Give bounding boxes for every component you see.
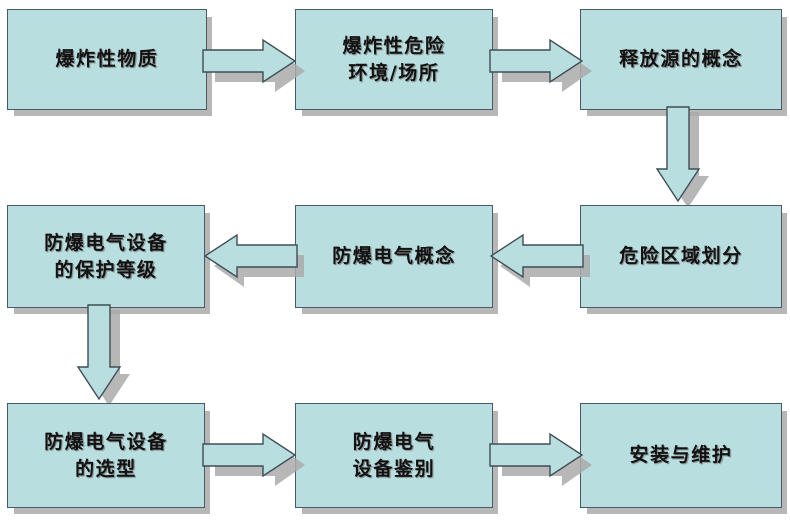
node-label: 释放源的概念 [619, 48, 743, 71]
flowchart-node-explosive-substance[interactable]: 爆炸性物质 [7, 9, 207, 110]
node-label: 爆炸性危险 环境/场所 [342, 34, 446, 84]
arrow-right-environment-to-release-source [489, 38, 592, 92]
arrow-down-release-source-to-hazard-zone [655, 106, 709, 208]
node-label: 安装与维护 [629, 444, 733, 467]
node-label: 防爆电气设备 的选型 [44, 430, 168, 480]
node-label: 爆炸性物质 [55, 48, 159, 71]
node-label: 危险区域划分 [619, 245, 743, 268]
flowchart-node-equipment-identification[interactable]: 防爆电气 设备鉴别 [295, 403, 493, 508]
arrow-left-explosion-proof-concept-to-protection-level [203, 233, 304, 287]
flowchart-node-equipment-selection[interactable]: 防爆电气设备 的选型 [7, 403, 205, 508]
node-label: 防爆电气概念 [332, 245, 456, 268]
flowchart-node-explosion-proof-concept[interactable]: 防爆电气概念 [295, 205, 493, 308]
node-label: 防爆电气设备 的保护等级 [44, 231, 168, 281]
arrow-down-protection-level-to-equipment-selection [76, 304, 130, 406]
arrow-left-hazard-zone-to-explosion-proof-concept [489, 233, 590, 287]
flowchart-node-hazardous-area-classification[interactable]: 危险区域划分 [580, 205, 782, 308]
flowchart-node-explosive-hazardous-environment[interactable]: 爆炸性危险 环境/场所 [295, 9, 493, 110]
arrow-right-explosive-substance-to-environment [202, 38, 305, 92]
arrow-right-identification-to-installation [489, 432, 592, 486]
arrow-right-equipment-selection-to-identification [202, 432, 305, 486]
flowchart-node-release-source-concept[interactable]: 释放源的概念 [580, 9, 782, 110]
flowchart-node-protection-level[interactable]: 防爆电气设备 的保护等级 [7, 205, 205, 308]
node-label: 防爆电气 设备鉴别 [352, 430, 436, 480]
flowchart-node-installation-and-maintenance[interactable]: 安装与维护 [580, 403, 782, 508]
